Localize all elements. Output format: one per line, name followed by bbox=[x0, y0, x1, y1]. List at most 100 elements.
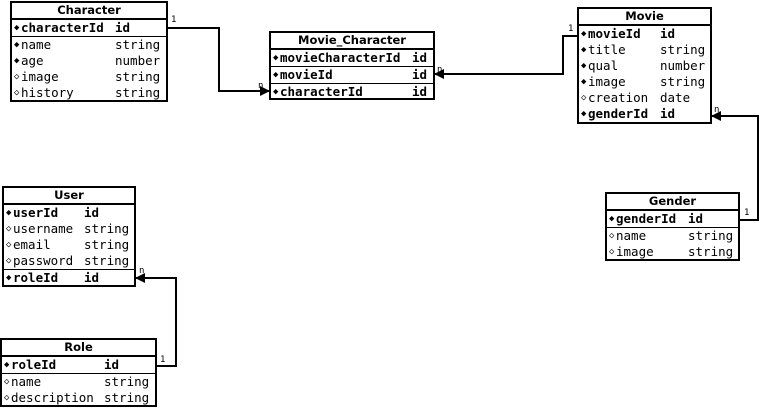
field-name: qual bbox=[588, 58, 619, 73]
entity-title: Movie_Character bbox=[271, 33, 433, 50]
field-row: ◇image string bbox=[12, 69, 166, 85]
optional-field-icon: ◇ bbox=[6, 240, 12, 250]
required-field-icon: ◆ bbox=[273, 87, 279, 97]
field-row: ◇email string bbox=[4, 237, 134, 253]
cardinality-label: 1 bbox=[568, 24, 573, 34]
field-name: name bbox=[616, 228, 647, 243]
field-type: id bbox=[660, 106, 676, 121]
relationship-connector bbox=[135, 273, 177, 367]
optional-field-icon: ◇ bbox=[609, 247, 615, 257]
field-type: string bbox=[660, 74, 706, 89]
field-name: genderId bbox=[588, 106, 649, 121]
required-field-icon: ◆ bbox=[581, 109, 587, 119]
field-row: ◆genderId id bbox=[579, 106, 710, 122]
optional-field-icon: ◇ bbox=[6, 256, 12, 266]
relationship-connector bbox=[711, 111, 759, 221]
required-field-icon: ◆ bbox=[273, 70, 279, 80]
field-type: string bbox=[115, 85, 161, 100]
required-field-icon: ◆ bbox=[273, 53, 279, 63]
field-type: id bbox=[115, 20, 131, 35]
field-name: genderId bbox=[616, 211, 677, 226]
field-type: string bbox=[84, 237, 130, 252]
cardinality-label: n bbox=[258, 81, 263, 91]
field-type: id bbox=[104, 357, 120, 372]
field-type: id bbox=[412, 84, 428, 99]
required-field-icon: ◆ bbox=[6, 273, 12, 283]
required-field-icon: ◆ bbox=[14, 23, 20, 33]
field-type: id bbox=[660, 26, 676, 41]
field-row: ◆roleId id bbox=[4, 270, 134, 286]
field-row: ◆image string bbox=[579, 74, 710, 90]
optional-field-icon: ◇ bbox=[4, 393, 10, 403]
field-name: name bbox=[11, 374, 42, 389]
field-type: id bbox=[84, 205, 100, 220]
entity-title: Character bbox=[12, 3, 166, 20]
field-type: string bbox=[115, 69, 161, 84]
entity-title: User bbox=[4, 188, 134, 205]
relationship-connector bbox=[434, 35, 577, 79]
field-name: creation bbox=[588, 90, 649, 105]
relationship-connector bbox=[168, 27, 270, 96]
field-name: roleId bbox=[13, 270, 59, 285]
field-name: image bbox=[21, 69, 59, 84]
required-field-icon: ◆ bbox=[14, 40, 20, 50]
field-type: string bbox=[104, 390, 150, 405]
optional-field-icon: ◇ bbox=[609, 231, 615, 241]
field-row: ◆characterId id bbox=[271, 84, 433, 100]
field-row: ◇name string bbox=[607, 228, 738, 244]
field-name: name bbox=[21, 37, 52, 52]
optional-field-icon: ◇ bbox=[4, 377, 10, 387]
field-name: movieCharacterId bbox=[280, 50, 401, 65]
field-name: email bbox=[13, 237, 51, 252]
entity-title: Role bbox=[2, 340, 155, 357]
entity-title: Gender bbox=[607, 194, 738, 211]
field-type: id bbox=[412, 50, 428, 65]
field-type: id bbox=[84, 270, 100, 285]
field-type: id bbox=[412, 67, 428, 82]
cardinality-label: n bbox=[714, 105, 719, 115]
field-name: username bbox=[13, 221, 74, 236]
field-row: ◆movieCharacterId id bbox=[271, 50, 433, 67]
field-type: string bbox=[688, 228, 734, 243]
required-field-icon: ◆ bbox=[609, 214, 615, 224]
required-field-icon: ◆ bbox=[581, 77, 587, 87]
field-name: characterId bbox=[280, 84, 363, 99]
entity-title: Movie bbox=[579, 9, 710, 26]
cardinality-label: 1 bbox=[744, 208, 749, 218]
required-field-icon: ◆ bbox=[6, 208, 12, 218]
field-type: number bbox=[660, 58, 706, 73]
field-name: userId bbox=[13, 205, 59, 220]
cardinality-label: n bbox=[437, 65, 442, 75]
field-type: string bbox=[84, 253, 130, 268]
field-type: id bbox=[688, 211, 704, 226]
optional-field-icon: ◇ bbox=[581, 93, 587, 103]
field-name: history bbox=[21, 85, 74, 100]
optional-field-icon: ◇ bbox=[14, 72, 20, 82]
cardinality-label: n bbox=[139, 266, 144, 276]
field-name: roleId bbox=[11, 357, 57, 372]
field-row: ◆genderId id bbox=[607, 211, 738, 228]
field-name: image bbox=[588, 74, 626, 89]
field-type: string bbox=[660, 42, 706, 57]
field-type: string bbox=[688, 244, 734, 259]
field-type: string bbox=[115, 37, 161, 52]
